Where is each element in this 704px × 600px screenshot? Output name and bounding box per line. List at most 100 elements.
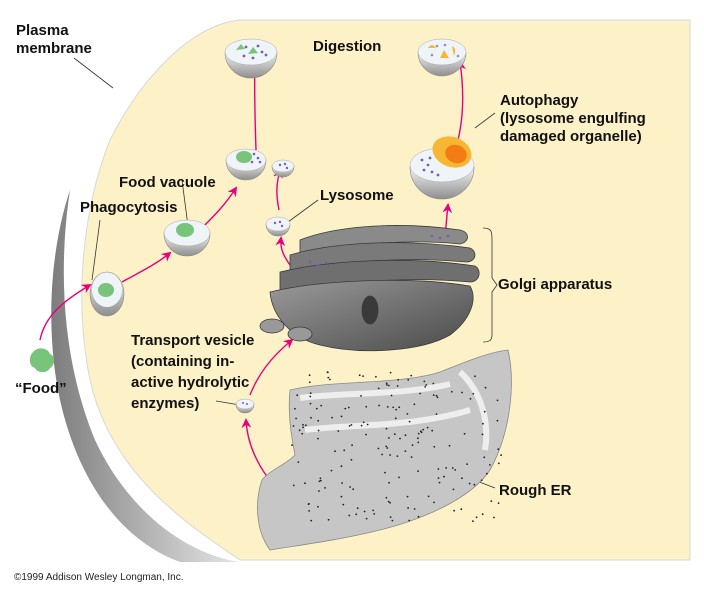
- ribosome-dot: [480, 479, 483, 482]
- ribosome-dot: [295, 417, 297, 420]
- ribosome-dot: [344, 407, 347, 410]
- autophagy-lysosome: [409, 136, 475, 200]
- ribosome-dot: [349, 486, 351, 488]
- ribosome-dot: [309, 392, 312, 395]
- ribosome-dot: [350, 458, 353, 461]
- ribosome-dot: [432, 382, 435, 385]
- ribosome-dot: [356, 507, 359, 510]
- ribosome-dot: [390, 394, 393, 397]
- transport-arrows: [39, 56, 466, 479]
- ribosome-dot: [381, 453, 383, 456]
- ribosome-dot: [431, 429, 434, 432]
- ribosome-dot: [398, 406, 401, 409]
- ribosome-dot: [324, 487, 326, 489]
- ribosome-dot: [483, 410, 486, 413]
- ribosome-dot: [329, 378, 331, 381]
- arrow-golgi-to-lysosome: [275, 236, 291, 266]
- ribosome-dot: [475, 516, 478, 519]
- ribosome-dot: [319, 477, 322, 480]
- ribosome-dot: [310, 416, 312, 419]
- ribosome-dot: [317, 505, 319, 508]
- ribosome-dot: [304, 482, 306, 485]
- ribosomes: [291, 371, 502, 523]
- ribosome-dot: [443, 475, 445, 478]
- ribosome-dot: [469, 397, 472, 400]
- transport-vesicle: [235, 398, 255, 414]
- ribosome-dot: [417, 515, 420, 518]
- ribosome-dot: [304, 424, 307, 427]
- ribosome-dot: [484, 386, 487, 389]
- ribosome-dot: [373, 513, 376, 515]
- ribosome-dot: [386, 447, 389, 449]
- golgi-apparatus: [259, 225, 480, 352]
- ribosome-dot: [404, 434, 407, 437]
- ribosome-dot: [340, 415, 343, 418]
- label-autophagy: Autophagy (lysosome engulfing damaged or…: [500, 92, 646, 145]
- ribosome-dot: [342, 503, 345, 506]
- ribosome-dot: [417, 470, 419, 472]
- ribosome-dot: [348, 425, 351, 427]
- ribosome-dot: [375, 375, 377, 378]
- ribosome-dot: [496, 419, 499, 422]
- ribosome-dot: [438, 481, 441, 484]
- ribosome-dot: [460, 508, 463, 511]
- ribosome-dot: [309, 402, 312, 405]
- ribosome-dot: [352, 488, 355, 491]
- label-golgi-apparatus: Golgi apparatus: [498, 276, 613, 293]
- ribosome-dot: [337, 430, 340, 432]
- label-phagocytosis: Phagocytosis: [80, 199, 178, 216]
- ribosome-dot: [309, 395, 312, 398]
- ribosome-dot: [445, 467, 447, 469]
- ribosome-dot: [377, 387, 380, 390]
- ribosome-dot: [437, 468, 440, 470]
- digestion-vacuole-organelle: [417, 38, 467, 77]
- arrow-er-to-transport: [241, 418, 269, 479]
- ribosome-dot: [360, 395, 362, 397]
- ribosome-dot: [330, 469, 333, 472]
- ribosome-dot: [388, 481, 390, 484]
- ribosome-dot: [407, 507, 409, 509]
- ribosome-dot: [463, 432, 466, 435]
- ribosome-dot: [340, 495, 343, 498]
- ribosome-dot: [448, 444, 451, 447]
- ribosome-dot: [317, 429, 320, 432]
- ribosome-dot: [483, 456, 486, 459]
- ribosome-dot: [385, 445, 388, 448]
- ribosome-dot: [292, 484, 295, 487]
- ribosome-dot: [308, 381, 311, 384]
- ribosome-dot: [341, 482, 343, 484]
- ribosome-dot: [387, 500, 390, 503]
- ribosome-dot: [389, 516, 392, 518]
- ribosome-dot: [362, 375, 364, 377]
- ribosome-dot: [334, 450, 336, 453]
- ribosome-dot: [327, 376, 330, 379]
- ribosome-dot: [435, 413, 438, 415]
- ribosome-dot: [385, 496, 388, 499]
- arrow-phagocytosis-to-vacuole: [121, 251, 172, 283]
- ribosome-dot: [365, 433, 367, 436]
- ribosome-dot: [315, 407, 318, 410]
- ribosome-dot: [365, 405, 368, 408]
- ribosome-dot: [433, 501, 435, 504]
- fusing-vacuole: [225, 148, 295, 181]
- ribosome-dot: [340, 465, 343, 468]
- ribosome-dot: [481, 513, 484, 516]
- ribosome-dot: [355, 513, 358, 516]
- ribosome-dot: [358, 374, 361, 377]
- ribosome-dot: [317, 419, 320, 422]
- ribosome-dot: [392, 406, 395, 409]
- ribosome-dot: [391, 519, 394, 522]
- ribosome-dot: [348, 514, 351, 517]
- ribosome-dot: [404, 450, 407, 452]
- ribosome-dot: [424, 386, 427, 388]
- ribosome-dot: [435, 394, 438, 397]
- ribosome-dot: [320, 404, 323, 407]
- ribosome-dot: [327, 518, 330, 521]
- ribosome-dot: [389, 454, 391, 456]
- ribosome-dot: [385, 427, 388, 430]
- ribosome-dot: [310, 519, 313, 522]
- ribosome-dot: [386, 406, 389, 408]
- label-plasma-membrane: Plasma membrane: [16, 22, 92, 57]
- ribosome-dot: [472, 392, 475, 395]
